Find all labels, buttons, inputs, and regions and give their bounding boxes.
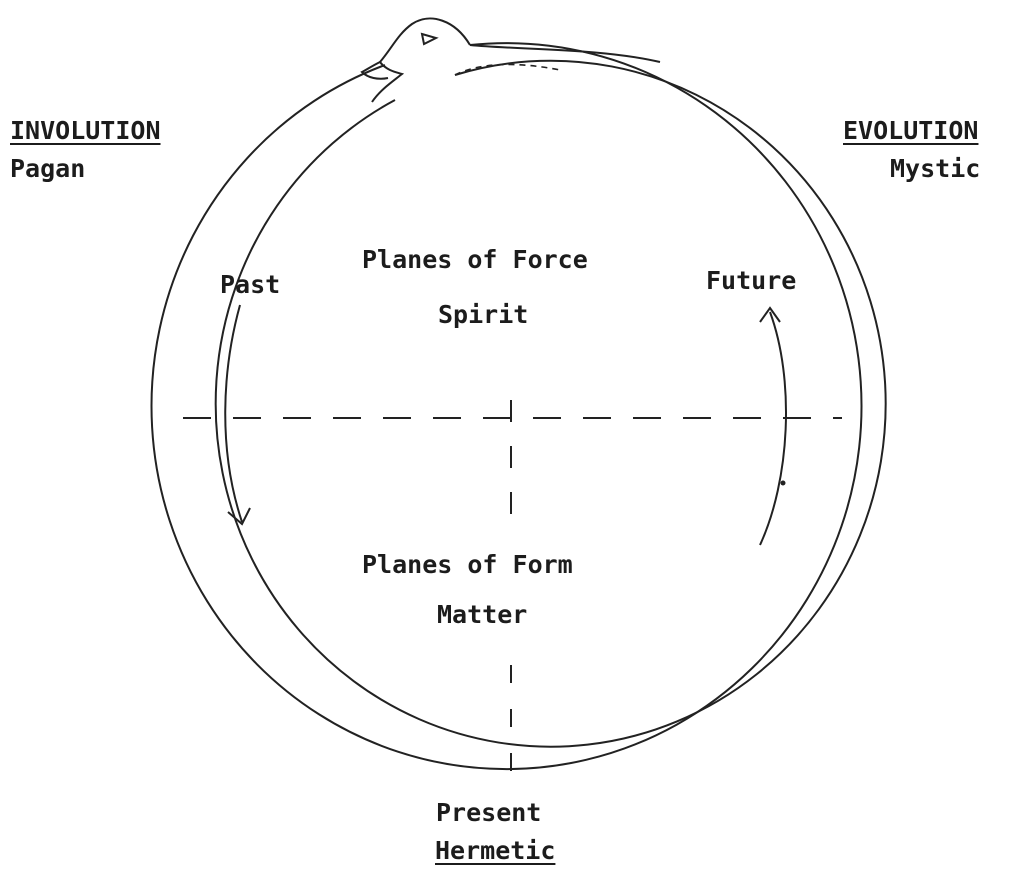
past-arrow xyxy=(225,305,250,524)
matter-label: Matter xyxy=(437,600,527,630)
future-arrow xyxy=(760,308,786,545)
serpent-body-outer xyxy=(152,43,862,769)
planes-of-force-label: Planes of Force xyxy=(362,245,588,275)
spirit-label: Spirit xyxy=(438,300,528,330)
pagan-label: Pagan xyxy=(10,154,85,184)
future-label: Future xyxy=(706,266,796,296)
present-label: Present xyxy=(436,798,541,828)
planes-of-form-label: Planes of Form xyxy=(362,550,573,580)
mystic-label: Mystic xyxy=(890,154,980,184)
evolution-label: EVOLUTION xyxy=(843,116,978,146)
hermetic-label: Hermetic xyxy=(435,836,555,866)
serpent-eye xyxy=(422,34,436,44)
involution-label: INVOLUTION xyxy=(10,116,161,146)
past-label: Past xyxy=(220,270,280,300)
